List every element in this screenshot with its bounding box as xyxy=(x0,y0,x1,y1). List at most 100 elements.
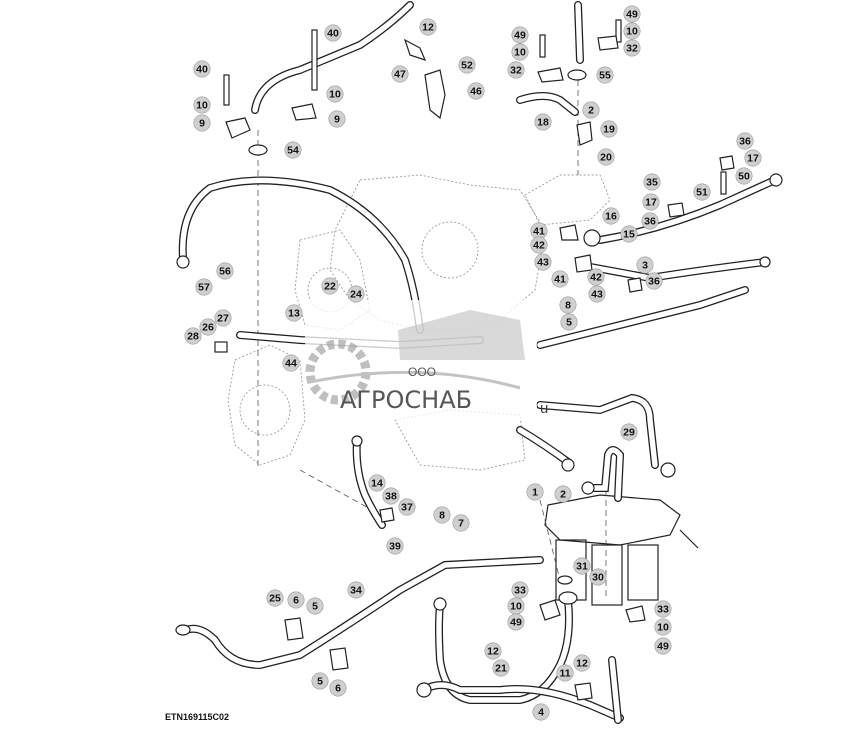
svg-text:12: 12 xyxy=(487,646,499,658)
svg-text:3: 3 xyxy=(642,260,648,272)
hoses xyxy=(178,1,779,724)
svg-text:7: 7 xyxy=(458,518,464,530)
callout-41: 41 xyxy=(551,270,569,288)
svg-text:46: 46 xyxy=(470,86,482,98)
svg-text:18: 18 xyxy=(537,117,549,129)
svg-text:21: 21 xyxy=(495,663,507,675)
callout-13: 13 xyxy=(285,304,303,322)
svg-text:12: 12 xyxy=(576,658,588,670)
svg-text:57: 57 xyxy=(198,282,210,294)
watermark-brand: АГРОСНАБ xyxy=(340,386,472,414)
callout-51: 51 xyxy=(693,183,711,201)
watermark-suffix: u xyxy=(540,400,548,417)
callout-57: 57 xyxy=(195,278,213,296)
svg-text:5: 5 xyxy=(312,601,318,613)
callout-35: 35 xyxy=(643,173,661,191)
svg-text:43: 43 xyxy=(591,289,603,301)
callout-56: 56 xyxy=(216,262,234,280)
svg-text:41: 41 xyxy=(554,274,566,286)
svg-text:49: 49 xyxy=(514,30,526,42)
svg-text:54: 54 xyxy=(287,145,299,157)
callout-36: 36 xyxy=(641,212,659,230)
svg-text:26: 26 xyxy=(202,322,214,334)
svg-text:2: 2 xyxy=(588,105,594,117)
callout-2: 2 xyxy=(582,101,600,119)
callout-34: 34 xyxy=(347,581,365,599)
callout-40: 40 xyxy=(324,24,342,42)
callout-8: 8 xyxy=(559,296,577,314)
agrosnab-watermark: ООО АГРОСНАБ u xyxy=(305,300,548,420)
callout-47: 47 xyxy=(391,65,409,83)
svg-text:5: 5 xyxy=(317,676,323,688)
svg-text:38: 38 xyxy=(385,491,397,503)
svg-text:55: 55 xyxy=(599,70,611,82)
callout-17: 17 xyxy=(744,149,762,167)
callout-8: 8 xyxy=(433,506,451,524)
svg-text:8: 8 xyxy=(565,300,571,312)
svg-text:36: 36 xyxy=(644,216,656,228)
callout-29: 29 xyxy=(620,423,638,441)
callout-11: 11 xyxy=(556,664,574,682)
svg-text:11: 11 xyxy=(559,668,570,680)
callout-43: 43 xyxy=(534,253,552,271)
callout-1: 1 xyxy=(526,483,544,501)
svg-text:39: 39 xyxy=(389,541,401,553)
callout-5: 5 xyxy=(306,597,324,615)
svg-text:24: 24 xyxy=(350,289,362,301)
callout-21: 21 xyxy=(492,659,510,677)
svg-text:31: 31 xyxy=(576,561,588,573)
svg-text:1: 1 xyxy=(532,487,538,499)
svg-text:10: 10 xyxy=(657,622,669,634)
callout-42: 42 xyxy=(530,236,548,254)
svg-text:5: 5 xyxy=(566,317,572,329)
svg-text:44: 44 xyxy=(285,358,297,370)
svg-text:32: 32 xyxy=(510,65,522,77)
callout-25: 25 xyxy=(266,589,284,607)
svg-text:28: 28 xyxy=(187,331,199,343)
callout-5: 5 xyxy=(311,672,329,690)
svg-text:37: 37 xyxy=(401,502,413,514)
svg-text:12: 12 xyxy=(422,22,434,34)
callout-26: 26 xyxy=(199,318,217,336)
svg-text:10: 10 xyxy=(196,100,208,112)
svg-text:16: 16 xyxy=(605,211,617,223)
callout-44: 44 xyxy=(282,354,300,372)
callout-17: 17 xyxy=(642,193,660,211)
svg-text:20: 20 xyxy=(600,152,612,164)
svg-text:10: 10 xyxy=(510,601,522,613)
svg-text:4: 4 xyxy=(538,707,544,719)
svg-text:52: 52 xyxy=(461,60,473,72)
svg-text:29: 29 xyxy=(623,427,635,439)
svg-text:51: 51 xyxy=(696,187,708,199)
callout-6: 6 xyxy=(287,591,305,609)
svg-text:40: 40 xyxy=(196,64,208,76)
svg-text:30: 30 xyxy=(592,572,604,584)
callout-2: 2 xyxy=(554,485,572,503)
callout-10: 10 xyxy=(623,22,641,40)
callout-3: 3 xyxy=(636,256,654,274)
callout-28: 28 xyxy=(184,327,202,345)
svg-text:22: 22 xyxy=(324,281,336,293)
callout-38: 38 xyxy=(382,487,400,505)
svg-text:10: 10 xyxy=(626,26,638,38)
callout-10: 10 xyxy=(511,43,529,61)
callout-10: 10 xyxy=(326,85,344,103)
callout-20: 20 xyxy=(597,148,615,166)
callout-5: 5 xyxy=(560,313,578,331)
svg-text:19: 19 xyxy=(603,124,615,136)
callout-54: 54 xyxy=(284,141,302,159)
callout-7: 7 xyxy=(452,514,470,532)
svg-text:49: 49 xyxy=(657,641,669,653)
callout-55: 55 xyxy=(596,66,614,84)
callout-39: 39 xyxy=(386,537,404,555)
callout-12: 12 xyxy=(484,642,502,660)
svg-text:9: 9 xyxy=(199,118,205,130)
callout-36: 36 xyxy=(645,272,663,290)
svg-text:35: 35 xyxy=(646,177,658,189)
callout-32: 32 xyxy=(507,61,525,79)
svg-text:8: 8 xyxy=(439,510,445,522)
callout-12: 12 xyxy=(419,18,437,36)
svg-text:9: 9 xyxy=(334,114,340,126)
